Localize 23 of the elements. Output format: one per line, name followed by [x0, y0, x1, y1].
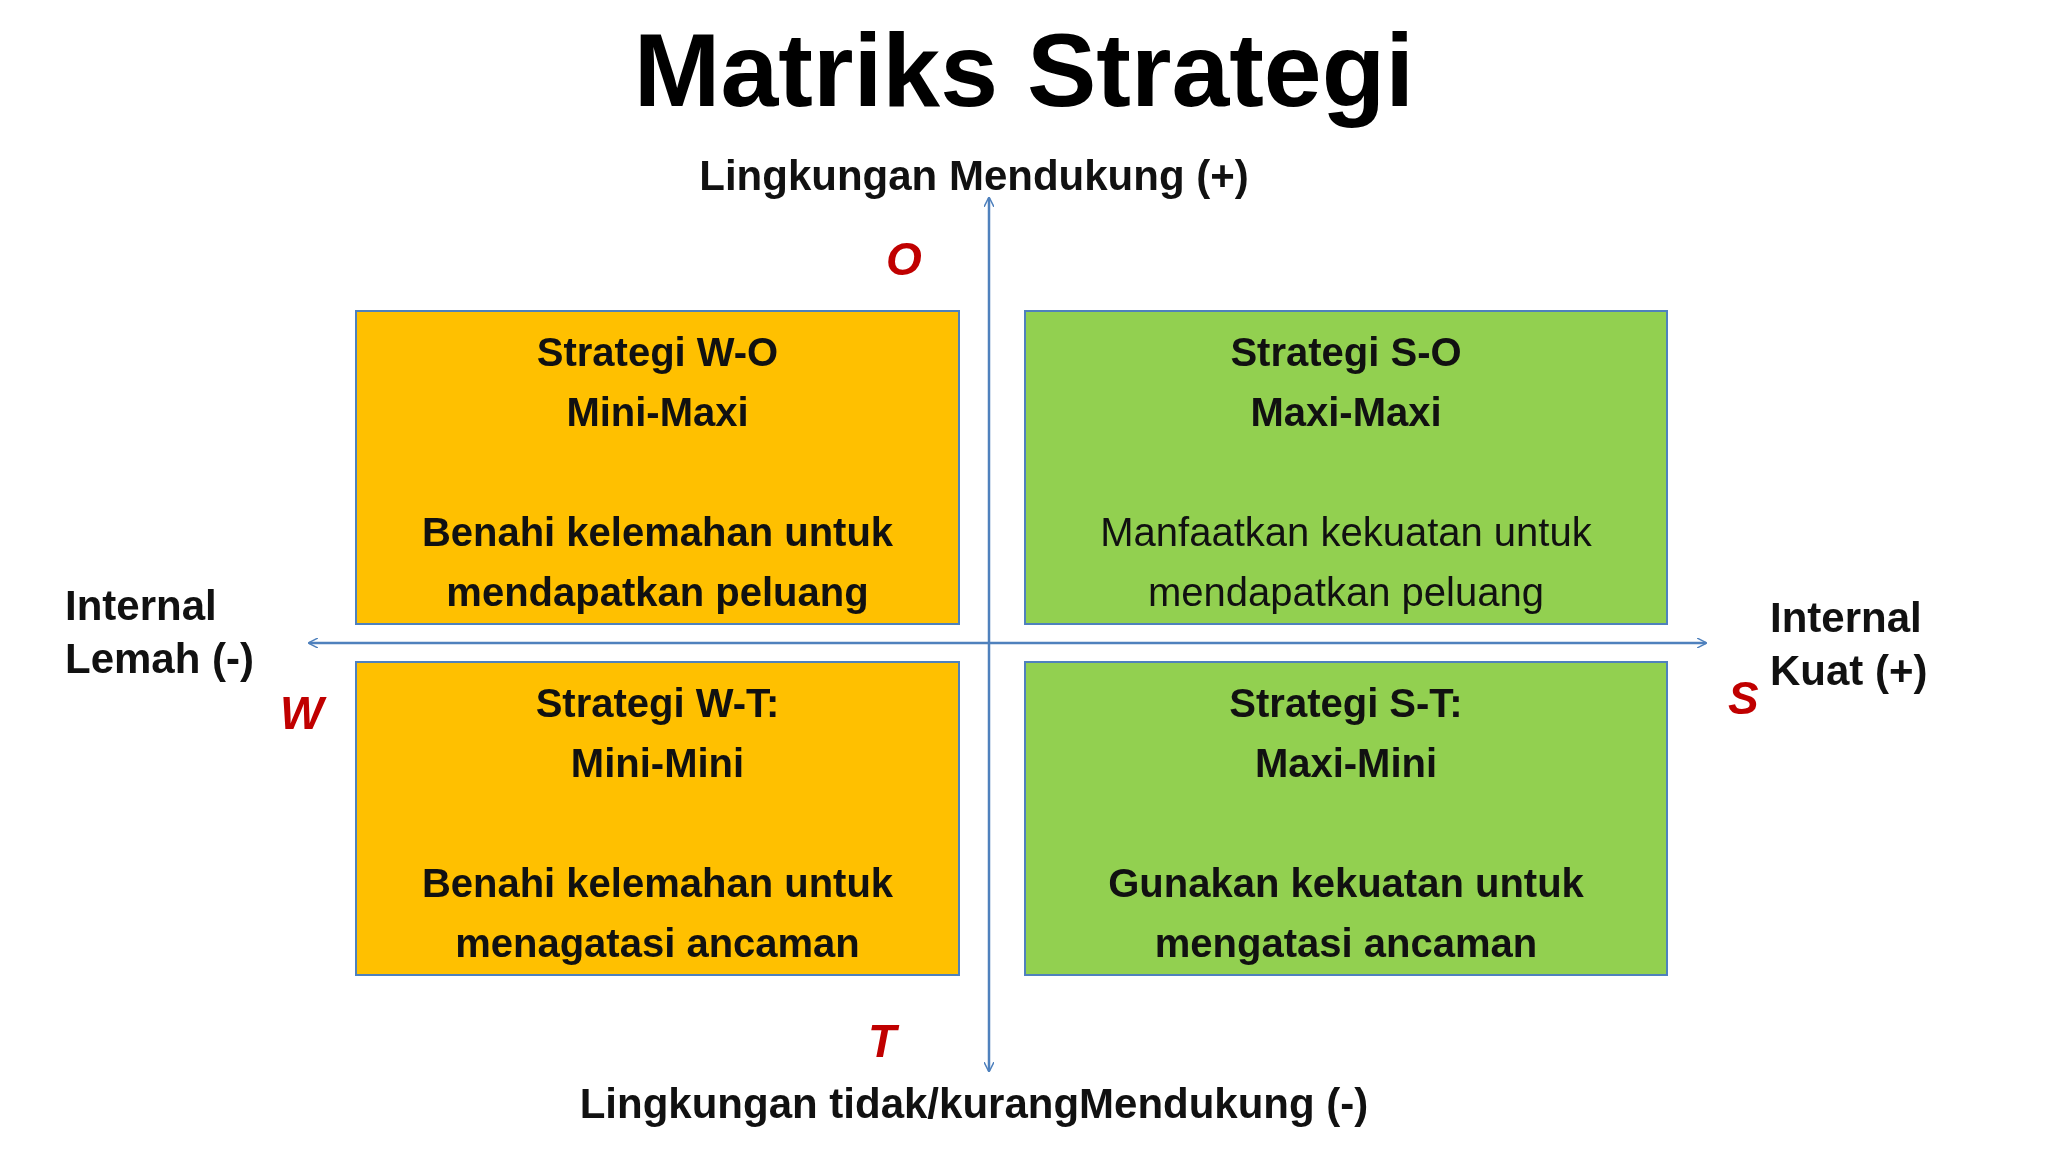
quadrant-description: Benahi kelemahan untuk menagatasi ancaman: [420, 860, 895, 967]
quadrant-heading: Strategi S-O: [1230, 329, 1462, 376]
quadrant-description: Gunakan kekuatan untuk mengatasi ancaman: [1107, 860, 1585, 967]
quadrant-heading: Strategi S-T:: [1229, 680, 1463, 727]
title: Matriks Strategi: [632, 11, 1416, 130]
axis-label: Internal Kuat (+): [1770, 593, 1929, 696]
quadrant-heading: Maxi-Mini: [1254, 740, 1438, 787]
quadrant-description: Manfaatkan kekuatan untuk mendapatkan peluang: [1099, 509, 1593, 616]
quadrant-description: Benahi kelemahan untuk mendapatkan peluang: [420, 509, 895, 616]
quadrant-letter: O: [886, 236, 922, 282]
quadrant-box: [355, 661, 960, 976]
quadrant-letter: S: [1728, 675, 1759, 721]
quadrant-heading: Strategi W-T:: [535, 680, 780, 727]
quadrant-heading: Maxi-Maxi: [1250, 389, 1442, 436]
quadrant-box: [1024, 661, 1668, 976]
quadrant-heading: Strategi W-O: [536, 329, 779, 376]
quadrant-heading: Mini-Maxi: [566, 389, 749, 436]
quadrant-box: [355, 310, 960, 625]
axis-label: Lingkungan tidak/kurangMendukung (-): [579, 1079, 1369, 1129]
quadrant-heading: Mini-Mini: [570, 740, 745, 787]
axis-label: Internal Lemah (-): [65, 581, 255, 684]
axis-label: Lingkungan Mendukung (+): [699, 151, 1249, 201]
quadrant-box: [1024, 310, 1668, 625]
